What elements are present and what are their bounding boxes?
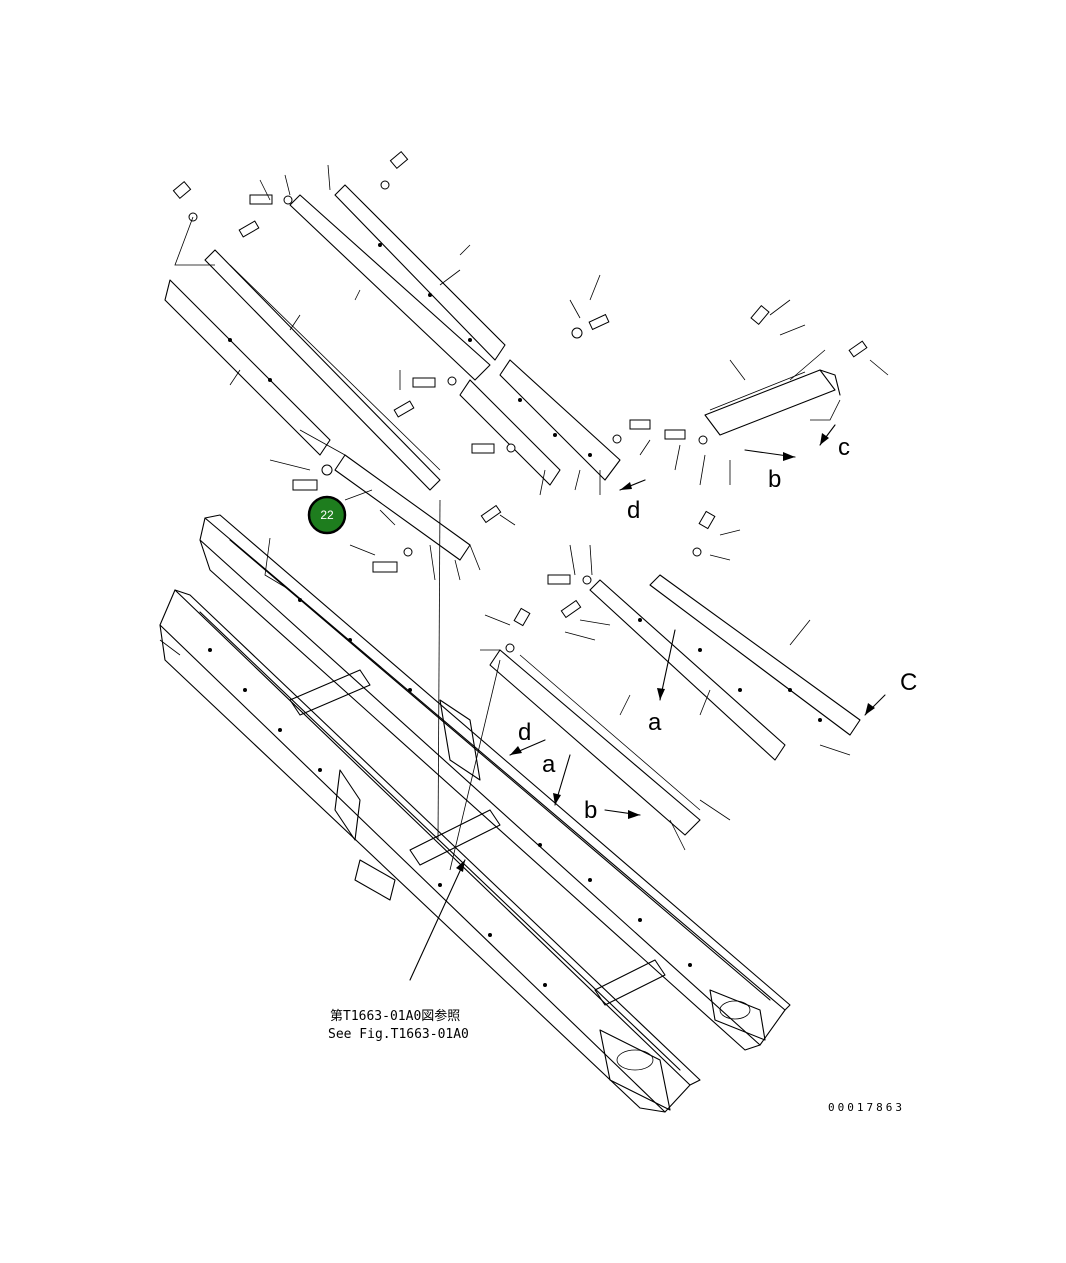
bolt-icon xyxy=(471,443,516,454)
bolt-icon xyxy=(292,464,333,491)
bolt-icon xyxy=(547,574,592,585)
bolt-icon xyxy=(692,510,716,557)
bolt-icon xyxy=(750,304,770,326)
bolt-icon xyxy=(249,194,293,205)
bolt-icon xyxy=(412,376,457,388)
part-callout-22[interactable]: 22 xyxy=(307,489,373,535)
upper-middle-cover xyxy=(459,359,621,486)
letter-labels: c b d a C d a b xyxy=(518,434,917,824)
drawing-code: 00017863 xyxy=(828,1101,905,1114)
bolt-icon xyxy=(172,180,198,222)
upper-right-plate xyxy=(704,369,841,436)
bolt-icon xyxy=(505,607,531,653)
label-c-upper: c xyxy=(838,434,850,461)
callout-circle[interactable] xyxy=(307,495,347,535)
bolt-icon xyxy=(372,547,413,573)
leader-lines xyxy=(159,164,889,871)
frame-holes xyxy=(208,598,692,987)
label-c-lower: C xyxy=(900,669,917,696)
reference-line-en: See Fig.T1663-01A0 xyxy=(328,1027,469,1042)
reference-line-jp: 第T1663-01A0図参照 xyxy=(330,1008,460,1024)
bolt-icon xyxy=(560,599,582,619)
bolt-icon xyxy=(612,419,651,444)
bolt-icon xyxy=(848,340,868,358)
bolt-icon xyxy=(480,504,502,524)
reference-note: 第T1663-01A0図参照 See Fig.T1663-01A0 xyxy=(328,1008,469,1042)
bolt-icon xyxy=(380,150,409,190)
upper-left-covers xyxy=(164,184,506,561)
bolt-icon xyxy=(393,400,415,418)
label-b-upper: b xyxy=(768,466,781,493)
callout-label[interactable]: 22 xyxy=(320,508,334,522)
label-b-lower: b xyxy=(584,797,597,824)
label-d-lower: d xyxy=(518,719,531,746)
bolt-icon xyxy=(571,313,610,339)
label-d-upper: d xyxy=(627,497,640,524)
main-frame xyxy=(159,514,791,1113)
label-a-lower: a xyxy=(542,751,556,778)
middle-right-cover xyxy=(489,574,861,836)
direction-arrows xyxy=(409,424,886,981)
bolt-icon xyxy=(664,429,708,445)
bolt-icon xyxy=(238,220,260,238)
label-a-upper: a xyxy=(648,709,662,736)
fasteners xyxy=(172,150,868,653)
